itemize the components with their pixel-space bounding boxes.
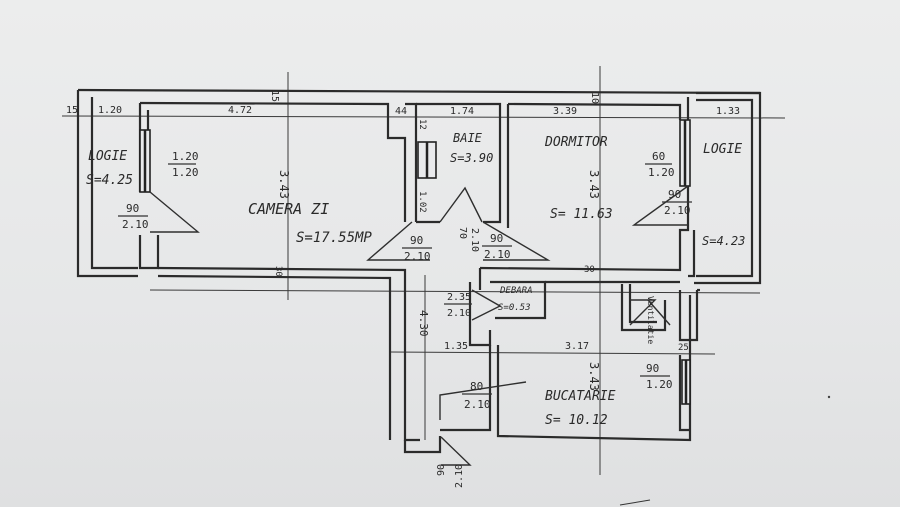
door-dormitor-h: 2.10 [664,204,691,217]
door-hall-w: 90 [490,232,503,245]
logie-left-area: S=4.25 [86,173,133,188]
dim-top-4: 44 [395,106,407,117]
win-bucatarie-w: 90 [646,362,659,375]
debara-area: S=0.53 [498,303,531,313]
dim-bucatarie-vertical: 3.43 [587,362,601,391]
room-labels: LOGIE S=4.25 CAMERA ZI S=17.55MP BAIE S=… [86,131,745,428]
logie-right-name: LOGIE [703,142,742,157]
dormitor-name: DORMITOR [544,135,608,150]
dim-mark-2: 30 [273,266,283,277]
win-bucatarie-h: 1.20 [646,378,673,391]
win-logie-left-w: 1.20 [172,150,199,163]
paper-dot [827,395,831,399]
baie-area: S=3.90 [450,151,493,165]
dim-top-3: 15 [269,90,280,102]
win-dormitor-h: 1.20 [648,166,675,179]
doors [149,185,689,466]
debara-name: DEBARA [499,286,533,296]
dim-camera-vertical: 3.43 [277,170,291,199]
windows [139,119,691,405]
camera-zi-area: S=17.55MP [296,230,372,246]
dim-mark-0: 12 [417,119,427,130]
door-entry-w: 90 [436,464,447,476]
door-dormitor-w: 90 [668,188,681,201]
dimension-labels: 15 1.20 4.72 15 44 1.74 3.39 10 1.33 3.4… [66,90,740,391]
dim-top-5: 1.74 [450,106,474,117]
logie-right-area: S=4.23 [702,234,745,248]
dim-kitchen-h-0: 1.35 [444,341,468,352]
camera-zi-name: CAMERA ZI [248,200,329,218]
win-logie-left-h: 1.20 [172,166,199,179]
door-debara-w: 2.35 [447,292,471,303]
dimension-lines [61,66,786,475]
door-logie-left-h: 2.10 [122,218,149,231]
dim-mark-4: 25 [678,343,689,353]
dim-kitchen-h-1: 3.17 [565,341,589,352]
dim-top-8: 1.33 [716,106,740,117]
dim-top-6: 3.39 [553,106,577,117]
dim-dormitor-vertical: 3.43 [587,170,601,199]
door-bucatarie-h: 2.10 [464,398,491,411]
door-entry-h: 2.10 [454,464,465,488]
dim-top-2: 4.72 [228,105,252,116]
dim-top-1: 1.20 [98,105,122,116]
door-logie-left-w: 90 [126,202,139,215]
dim-top-0: 15 [66,105,78,116]
pen-mark [619,499,651,506]
door-baie-h: 2.10 [469,228,480,252]
door-camera-w: 90 [410,234,423,247]
dim-mark-3: 30 [584,265,595,275]
win-dormitor-w: 60 [652,150,665,163]
baie-name: BAIE [453,131,483,145]
opening-labels: 1.20 1.20 90 2.10 90 2.10 70 2.10 90 2.1… [118,150,692,488]
logie-left-name: LOGIE [88,149,127,164]
door-debara-h: 2.10 [447,308,471,319]
dim-hall-vertical: 4.30 [417,310,430,337]
dim-top-7: 10 [589,92,600,104]
door-hall-h: 2.10 [484,248,511,261]
dormitor-area: S= 11.63 [550,207,613,222]
dim-mark-1: 1.02 [417,191,427,213]
door-camera-h: 2.10 [404,250,431,263]
door-bucatarie-w: 80 [470,380,483,393]
bucatarie-area: S= 10.12 [545,413,608,428]
door-baie-w: 70 [457,227,468,239]
bucatarie-name: BUCATARIE [545,389,616,404]
shaft-label: Ventilatie [646,296,655,344]
